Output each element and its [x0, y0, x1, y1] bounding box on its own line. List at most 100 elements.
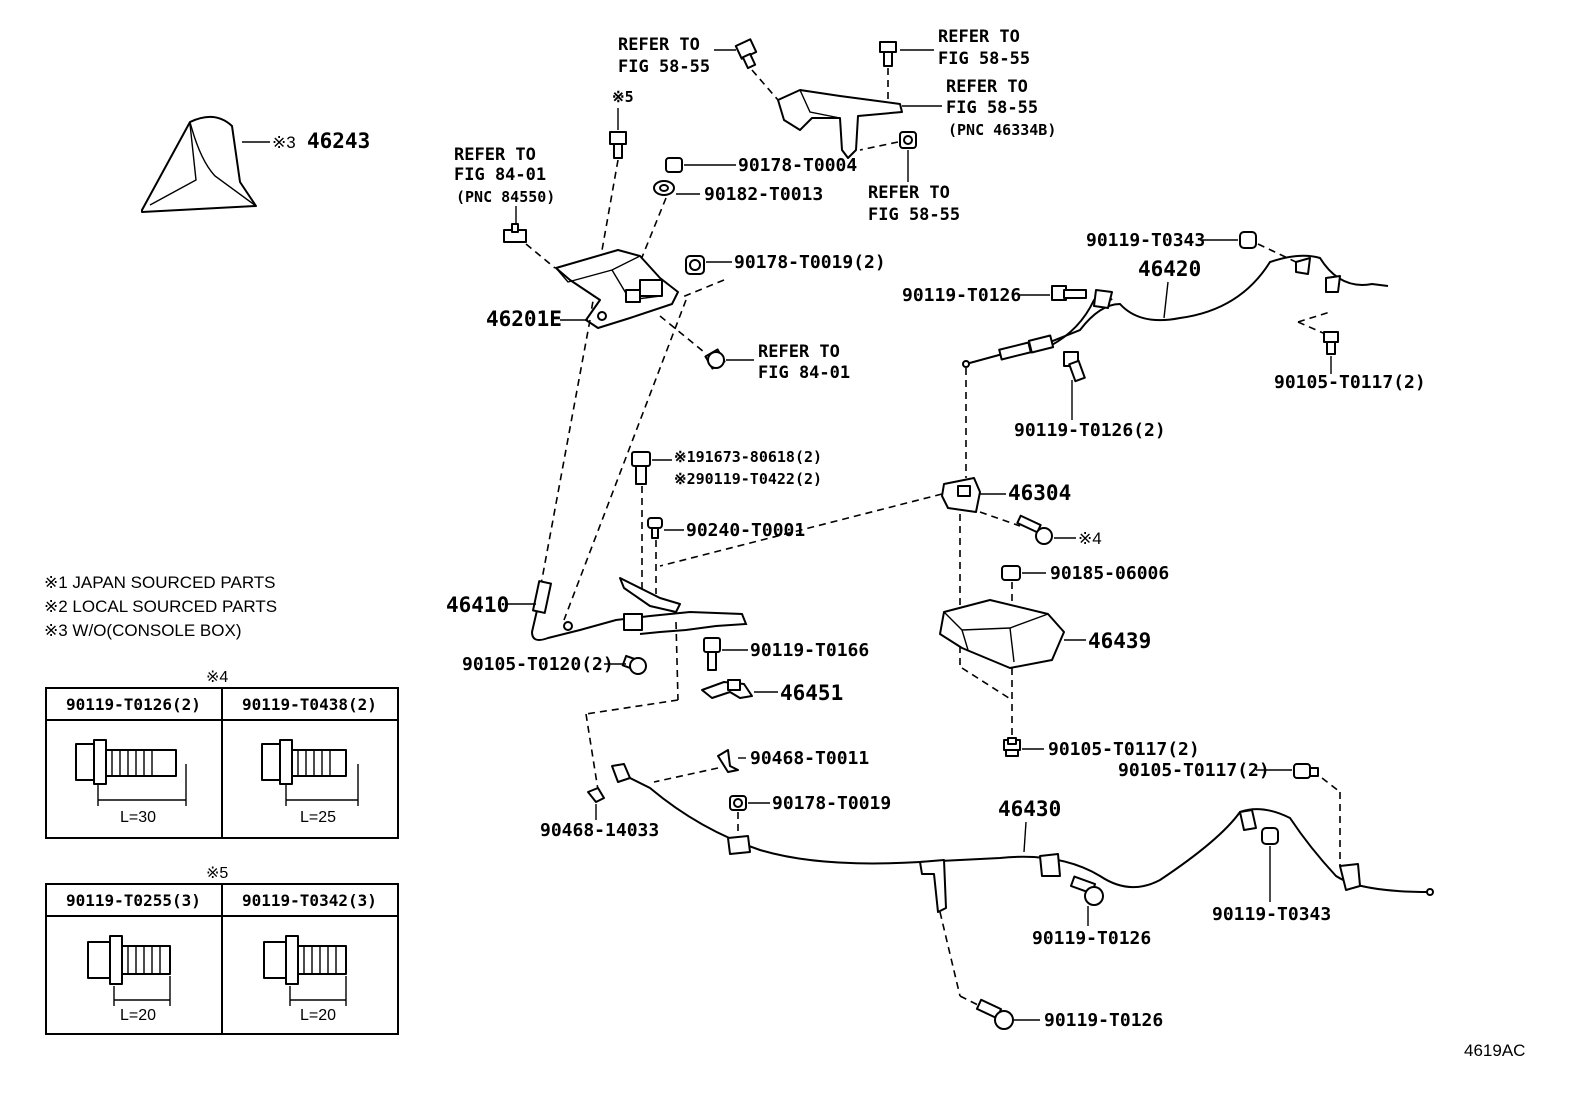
table5-col1-part: 90119-T0255(3)	[66, 891, 201, 910]
nut-icon	[899, 131, 917, 149]
bolt-drawing-icon	[261, 739, 359, 806]
label-90119-T0126-top: 90119-T0126	[902, 285, 1021, 306]
label-46201E: 46201E	[486, 307, 562, 331]
bolt-icon	[704, 348, 726, 370]
table4-col1-part: 90119-T0126(2)	[66, 695, 201, 714]
note-1: ※1 JAPAN SOURCED PARTS	[44, 573, 276, 592]
table5-col2-part: 90119-T0342(3)	[242, 891, 377, 910]
bolt-icon	[1016, 514, 1053, 545]
bolt-icon	[1003, 737, 1021, 757]
label-90105-T0117-2-mid: 90105-T0117(2)	[1048, 739, 1200, 760]
refer-mid-right-2: FIG 58-55	[946, 98, 1038, 118]
label-90178-T0004: 90178-T0004	[738, 155, 857, 176]
label-46430: 46430	[998, 797, 1061, 821]
refer-mid-right-1: REFER TO	[946, 77, 1028, 97]
rear-cable-46420	[962, 254, 1389, 368]
nut-icon	[729, 795, 747, 811]
label-90105-T0117-2-low: 90105-T0117(2)	[1118, 760, 1270, 781]
label-90240-T0001: 90240-T0001	[686, 520, 805, 541]
parking-brake-lever-46201E	[555, 249, 679, 329]
front-cable-46410	[530, 577, 748, 641]
clip-46451	[701, 679, 753, 699]
figure-code: 4619AC	[1464, 1041, 1525, 1060]
clip-icon	[717, 749, 739, 773]
table4-mark: ※4	[206, 669, 228, 686]
label-91673: ※191673-80618(2)	[674, 448, 822, 466]
refer-84a-1: REFER TO	[454, 145, 536, 165]
table5-col1-length: L=20	[120, 1007, 156, 1024]
table4-col1-length: L=30	[120, 809, 156, 826]
bolt-drawing-icon	[75, 739, 187, 806]
label-46451: 46451	[780, 681, 843, 705]
table4-col2-part: 90119-T0438(2)	[242, 695, 377, 714]
equalizer-46304	[941, 477, 981, 513]
bolt-icon	[879, 41, 897, 67]
refer-top-left-1: REFER TO	[618, 35, 700, 55]
bolt-icon	[734, 38, 758, 70]
label-90119-T0126-bottom: 90119-T0126	[1044, 1010, 1163, 1031]
label-90182-T0013: 90182-T0013	[704, 184, 823, 205]
mounting-bracket	[777, 89, 903, 159]
refer-top-left-2: FIG 58-55	[618, 57, 710, 77]
refer-84a-3: (PNC 84550)	[456, 188, 555, 206]
boot-mark: ※3	[272, 133, 296, 152]
table5	[45, 883, 399, 1035]
label-90119-T0343-low: 90119-T0343	[1212, 904, 1331, 925]
pin-icon	[647, 517, 663, 539]
label-90185-06006: 90185-06006	[1050, 563, 1169, 584]
refer-84b-2: FIG 84-01	[758, 363, 850, 383]
mark4-label: ※4	[1078, 529, 1102, 548]
label-46410: 46410	[446, 593, 509, 617]
refer-low-1: REFER TO	[868, 183, 950, 203]
bolt-icon	[703, 637, 721, 671]
refer-top-right-1: REFER TO	[938, 27, 1020, 47]
table5-col2-length: L=20	[300, 1007, 336, 1024]
shift-boot-46243	[141, 115, 257, 213]
label-90119-T0126-low: 90119-T0126	[1032, 928, 1151, 949]
nut-icon	[685, 255, 705, 275]
washer-icon	[653, 180, 675, 196]
clip-icon	[587, 787, 605, 803]
nut-icon	[665, 157, 683, 173]
bolt-drawing-icon	[263, 935, 347, 1006]
rear-cable-46430	[611, 763, 1434, 913]
label-46304: 46304	[1008, 481, 1071, 505]
bolt-icon	[1063, 351, 1086, 383]
bolt-icon	[975, 998, 1014, 1030]
label-46420: 46420	[1138, 257, 1201, 281]
refer-top-right-2: FIG 58-55	[938, 49, 1030, 69]
cover-46439	[939, 599, 1065, 669]
label-90119-T0343-top: 90119-T0343	[1086, 230, 1205, 251]
label-90105-T0120-2: 90105-T0120(2)	[462, 654, 614, 675]
nut-icon	[1261, 827, 1279, 845]
note-3: ※3 W/O(CONSOLE BOX)	[44, 621, 242, 640]
bolt-icon	[621, 654, 647, 675]
clip-icon	[503, 223, 527, 243]
label-46243: 46243	[307, 129, 370, 153]
label-90105-T0117-2-top: 90105-T0117(2)	[1274, 372, 1426, 393]
label-90468-T0011: 90468-T0011	[750, 748, 869, 769]
bolt-icon	[609, 131, 627, 159]
refer-low-2: FIG 58-55	[868, 205, 960, 225]
bolt-icon	[1051, 285, 1087, 301]
bolt-drawing-icon	[87, 935, 171, 1006]
label-90178-T0019-2: 90178-T0019(2)	[734, 252, 886, 273]
nut-icon	[1293, 763, 1319, 779]
refer-mid-right-3: (PNC 46334B)	[948, 121, 1056, 139]
refer-84a-2: FIG 84-01	[454, 165, 546, 185]
nut-icon	[1239, 231, 1257, 249]
label-46439: 46439	[1088, 629, 1151, 653]
nut-icon	[1001, 565, 1021, 581]
bolt-icon	[1069, 875, 1104, 906]
table4-col2-length: L=25	[300, 809, 336, 826]
table5-mark: ※5	[206, 865, 228, 882]
mark5-top: ※5	[612, 88, 634, 106]
table4	[45, 687, 399, 839]
label-90119-T0422: ※290119-T0422(2)	[674, 470, 822, 488]
refer-84b-1: REFER TO	[758, 342, 840, 362]
bolt-icon	[1323, 331, 1339, 355]
note-2: ※2 LOCAL SOURCED PARTS	[44, 597, 277, 616]
label-90178-T0019: 90178-T0019	[772, 793, 891, 814]
label-90119-T0126-2: 90119-T0126(2)	[1014, 420, 1166, 441]
